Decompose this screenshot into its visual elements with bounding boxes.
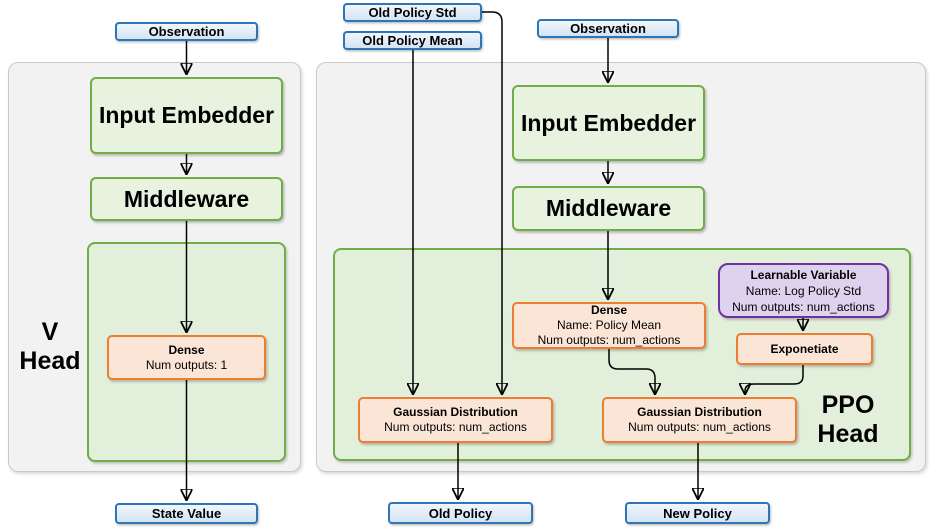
observation-left-node: Observation [115, 22, 258, 41]
learnable-variable-detail1: Name: Log Policy Std [745, 283, 862, 298]
learnable-variable-node: Learnable Variable Name: Log Policy Std … [718, 263, 889, 318]
v-middleware-node: Middleware [90, 177, 283, 221]
v-middleware-label: Middleware [123, 185, 250, 212]
gaussian-new-title: Gaussian Distribution [637, 405, 762, 419]
gaussian-distribution-new-node: Gaussian Distribution Num outputs: num_a… [602, 397, 797, 443]
ppo-dense-node: Dense Name: Policy Mean Num outputs: num… [512, 302, 706, 349]
ppo-head-title-line1: PPO [821, 391, 875, 419]
v-dense-title: Dense [168, 342, 205, 357]
ppo-middleware-node: Middleware [512, 186, 705, 231]
v-head-title: V Head [14, 318, 86, 376]
learnable-variable-detail2: Num outputs: num_actions [732, 299, 875, 314]
v-head-title-line1: V [41, 318, 59, 346]
observation-left-label: Observation [148, 24, 225, 39]
exponetiate-node: Exponetiate [736, 333, 873, 365]
v-dense-node: Dense Num outputs: 1 [107, 335, 266, 380]
v-head-title-line2: Head [19, 347, 81, 375]
observation-right-label: Observation [570, 21, 646, 36]
old-policy-label: Old Policy [428, 505, 493, 521]
ppo-dense-detail2: Num outputs: num_actions [537, 333, 681, 347]
old-policy-mean-label: Old Policy Mean [362, 33, 463, 48]
old-policy-std-node: Old Policy Std [343, 3, 482, 22]
state-value-label: State Value [151, 506, 222, 521]
ppo-dense-title: Dense [590, 303, 628, 317]
new-policy-node: New Policy [625, 502, 770, 524]
new-policy-label: New Policy [663, 505, 732, 521]
state-value-node: State Value [115, 503, 258, 524]
old-policy-mean-node: Old Policy Mean [343, 31, 482, 50]
exponetiate-label: Exponetiate [770, 341, 839, 356]
observation-right-node: Observation [537, 19, 679, 38]
v-input-embedder-node: Input Embedder [90, 77, 283, 154]
v-input-embedder-label: Input Embedder [98, 102, 275, 128]
gaussian-old-title: Gaussian Distribution [393, 405, 518, 419]
old-policy-std-label: Old Policy Std [368, 5, 457, 20]
ppo-dense-detail1: Name: Policy Mean [556, 318, 662, 332]
v-dense-detail: Num outputs: 1 [145, 357, 228, 372]
gaussian-old-detail: Num outputs: num_actions [384, 420, 527, 434]
old-policy-node: Old Policy [388, 502, 533, 524]
gaussian-distribution-old-node: Gaussian Distribution Num outputs: num_a… [358, 397, 553, 443]
ppo-head-title: PPO Head [803, 391, 893, 449]
ppo-input-embedder-label: Input Embedder [520, 109, 697, 136]
ppo-head-title-line2: Head [817, 420, 879, 448]
ppo-middleware-label: Middleware [545, 195, 672, 221]
learnable-variable-title: Learnable Variable [750, 267, 857, 282]
ppo-input-embedder-node: Input Embedder [512, 85, 705, 161]
gaussian-new-detail: Num outputs: num_actions [628, 420, 771, 434]
